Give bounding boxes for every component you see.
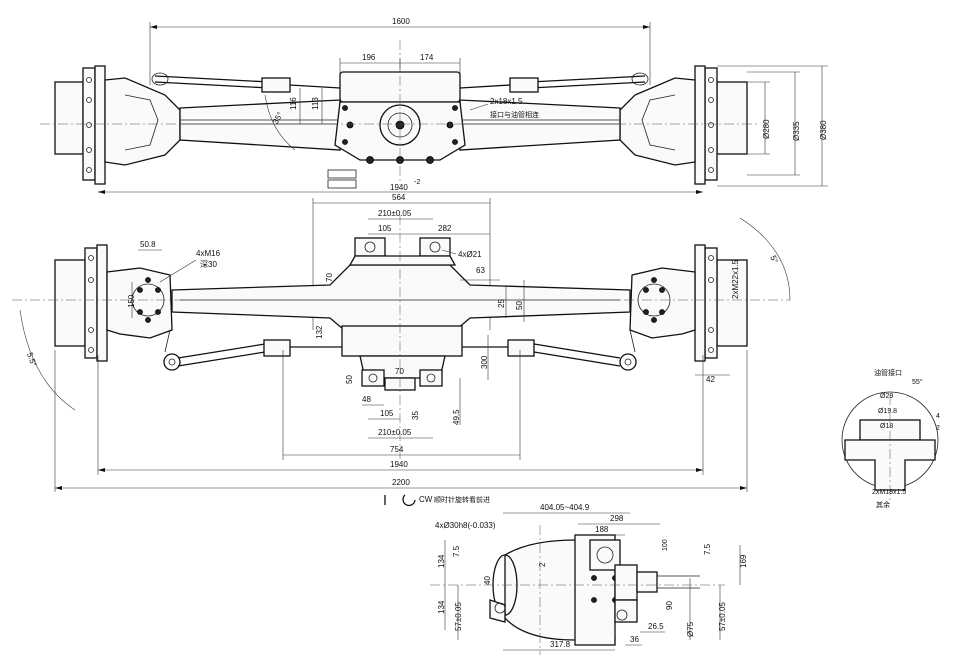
dim-26-5: 26.5 [648, 622, 664, 631]
dim-754: 754 [390, 445, 404, 454]
dim-134b: 134 [437, 600, 446, 614]
note-2x18: 2x18x1.5 [490, 97, 523, 106]
dim-2: 2 [538, 562, 547, 567]
dim-70: 70 [325, 273, 334, 282]
dim-300: 300 [480, 355, 489, 369]
dim-phi280: Ø280 [762, 119, 771, 139]
dim-m22: 2xM22x1.5 [731, 259, 740, 299]
dim-564: 564 [392, 193, 406, 202]
dim-50-8: 50.8 [140, 240, 156, 249]
detail-d2: 2 [936, 425, 940, 432]
dim-small: 100 [662, 539, 669, 551]
dim-angle-l: 5.5° [25, 351, 38, 368]
dim-4xphi21: 4xØ21 [458, 250, 482, 259]
dim-35-mid: 35 [411, 411, 420, 420]
cw-note: 顺时针旋转看前进 [434, 495, 490, 504]
dim-36: 36 [630, 635, 639, 644]
dim-317-8: 317.8 [550, 640, 571, 649]
dim-196: 196 [362, 53, 376, 62]
dim-210-top: 210±0.05 [378, 209, 412, 218]
dim-150: 150 [127, 294, 136, 308]
detail-note: 其余 [876, 500, 890, 509]
dim-50: 50 [515, 301, 524, 310]
dim-105-top: 105 [378, 224, 392, 233]
dim-298: 298 [610, 514, 624, 523]
dim-1940-tol: -2 [414, 179, 420, 186]
dim-angle-r: 5° [768, 254, 779, 265]
dim-phi75: Ø75 [686, 621, 695, 637]
dim-phi335: Ø335 [792, 121, 801, 141]
dim-4xm16: 4xM16 [196, 249, 221, 258]
dim-174: 174 [420, 53, 434, 62]
dim-404: 404.05~404.9 [540, 503, 590, 512]
detail-title: 油管接口 [874, 368, 902, 377]
dim-50b: 50 [345, 375, 354, 384]
dim-113: 113 [311, 97, 320, 110]
dim-63: 63 [476, 266, 485, 275]
oil-port-detail: 油管接口 55° Ø29 Ø19.8 Ø18 4 2 2xM18x1.5 其余 [841, 368, 940, 509]
dim-1600: 1600 [392, 17, 410, 26]
top-view: 1600 196 174 [40, 17, 828, 194]
dim-phi380: Ø380 [819, 120, 828, 140]
dim-deep30: 深30 [200, 260, 217, 269]
dim-7-5: 7.5 [452, 545, 461, 557]
dim-48: 48 [362, 395, 371, 404]
dim-4xphi30: 4xØ30h8(-0.033) [435, 521, 496, 530]
note-oil: 接口与油管相连 [490, 110, 539, 119]
cw-label: CW [419, 495, 433, 504]
detail-d29: Ø29 [880, 393, 893, 400]
detail-d19: Ø19.8 [878, 408, 897, 415]
dim-188: 188 [595, 525, 609, 534]
dim-25: 25 [497, 299, 506, 308]
dim-49-5: 49.5 [452, 409, 461, 425]
dim-134a: 134 [437, 554, 446, 568]
dim-282: 282 [438, 224, 452, 233]
dim-132: 132 [315, 325, 324, 339]
dim-40: 40 [483, 576, 492, 585]
dim-1940-top: 1940 [390, 183, 408, 192]
dim-116: 116 [289, 97, 298, 110]
detail-angle: 55° [912, 378, 923, 386]
dim-169: 169 [739, 554, 748, 568]
dim-42: 42 [706, 375, 715, 384]
dim-105b: 105 [380, 409, 394, 418]
dim-1940-mid: 1940 [390, 460, 408, 469]
front-view: 564 210±0.05 105 282 [12, 193, 791, 507]
detail-d18: Ø18 [880, 423, 893, 430]
dim-2200: 2200 [392, 478, 410, 487]
dim-90: 90 [665, 601, 674, 610]
dim-70b: 70 [395, 367, 404, 376]
dim-57a: 57±0.05 [454, 602, 463, 631]
side-view: 404.05~404.9 298 188 4xØ30h8(-0.033) 134… [430, 503, 748, 655]
dim-57b: 57±0.05 [718, 602, 727, 631]
dim-210-bottom: 210±0.05 [378, 428, 412, 437]
detail-d4: 4 [936, 413, 940, 420]
dim-7-5b: 7.5 [703, 543, 712, 555]
detail-thread: 2xM18x1.5 [872, 489, 906, 496]
